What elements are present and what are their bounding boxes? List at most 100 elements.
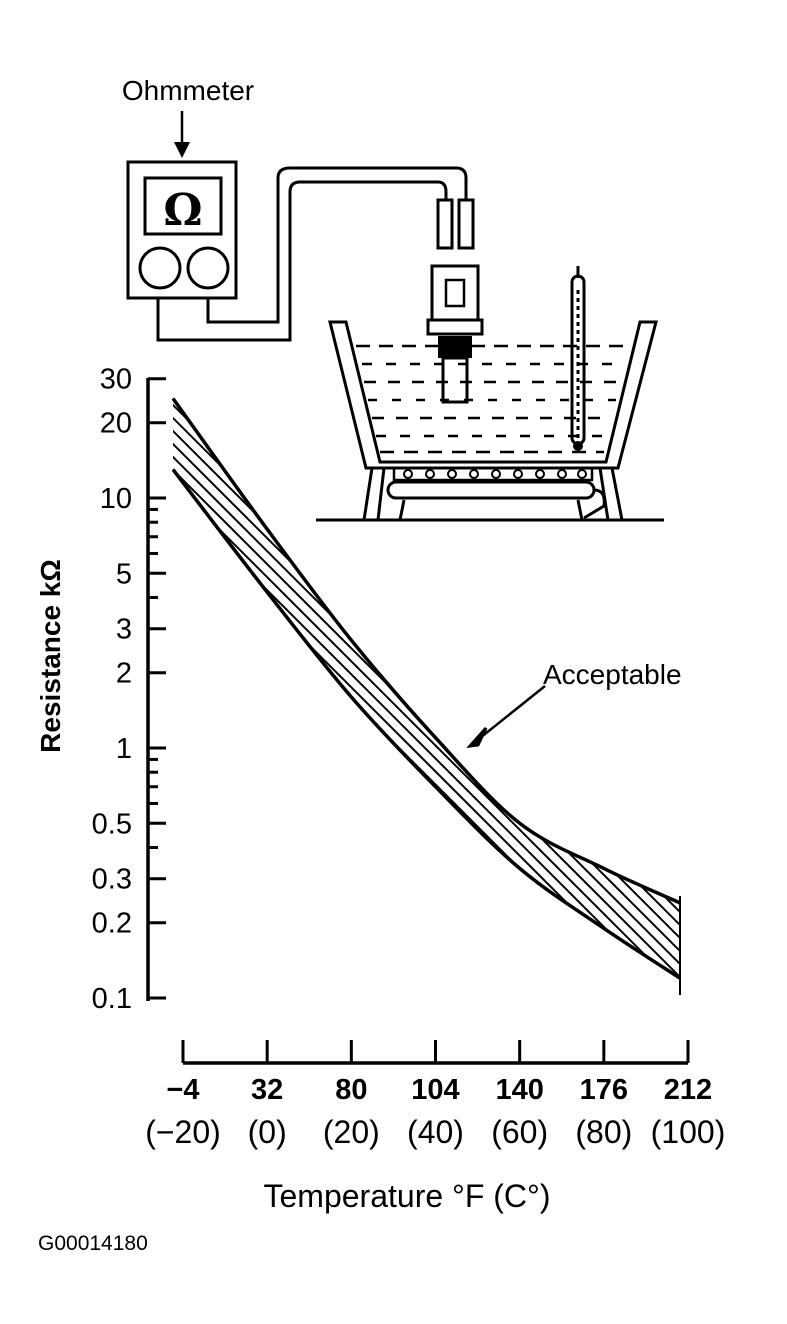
- hatch-line: [517, 398, 680, 979]
- hatch-line: [387, 398, 680, 979]
- x-axis-tick-labels: −4(−20)32(0)80(20)104(40)140(60)176(80)2…: [145, 1074, 725, 1150]
- hatch-line: [673, 398, 680, 979]
- ohmmeter-right-jack: [186, 246, 230, 290]
- hatch-line: [270, 398, 680, 979]
- hatch-line: [173, 398, 568, 979]
- x-tick-label-f: 104: [411, 1074, 459, 1106]
- hatch-line: [192, 398, 680, 979]
- hatch-line: [713, 360, 787, 1020]
- x-tick-label-f: 212: [664, 1074, 712, 1106]
- water-bath-container: [328, 320, 658, 470]
- hatch-line: [739, 360, 787, 1020]
- hatch-line: [218, 398, 680, 979]
- hatch-line: [621, 398, 680, 979]
- x-tick-label-f: 80: [335, 1074, 367, 1106]
- x-axis-label: Temperature °F (C°): [264, 1178, 551, 1214]
- y-tick-label: 20: [100, 408, 132, 440]
- hatch-line: [504, 398, 680, 979]
- acceptable-label: Acceptable: [543, 659, 682, 690]
- hatch-line: [205, 398, 680, 979]
- water-surface: [356, 344, 630, 454]
- hatch-line: [543, 398, 680, 979]
- hatch-line: [309, 398, 680, 979]
- coolant-temp-sensor: [426, 264, 484, 404]
- x-tick-label-c: (−20): [145, 1114, 221, 1150]
- hatch-line: [778, 360, 787, 1020]
- hatch-line: [173, 398, 680, 979]
- hatch-line: [179, 398, 680, 979]
- hatch-line: [173, 398, 477, 979]
- hatch-line: [647, 398, 680, 979]
- x-tick-label-f: 176: [580, 1074, 628, 1106]
- ohmmeter: Ohmmeter Ω: [122, 75, 254, 300]
- hatch-line: [173, 398, 680, 979]
- y-tick-label: 30: [100, 364, 132, 396]
- hatch-line: [634, 398, 680, 979]
- hatch-line: [173, 398, 680, 979]
- y-tick-label: 0.5: [92, 808, 132, 840]
- hatch-line: [726, 360, 787, 1020]
- hatch-line: [173, 398, 680, 979]
- ohmmeter-display: [143, 176, 223, 236]
- x-tick-label-c: (60): [491, 1114, 548, 1150]
- hatch-line: [173, 398, 680, 979]
- figure-code: G00014180: [38, 1232, 148, 1255]
- hatch-line: [173, 398, 680, 979]
- y-tick-label: 5: [116, 558, 132, 590]
- hatch-line: [569, 398, 680, 979]
- x-tick-label-f: −4: [166, 1074, 199, 1106]
- ohmmeter-body: [126, 160, 238, 300]
- test-leads: [156, 166, 475, 342]
- y-tick-label: 0.2: [92, 908, 132, 940]
- hatch-line: [173, 398, 516, 979]
- x-tick-label-c: (0): [248, 1114, 287, 1150]
- hatch-line: [348, 398, 680, 979]
- hatch-line: [335, 398, 680, 979]
- hatch-line: [374, 398, 680, 979]
- hatch-line: [257, 398, 680, 979]
- hatch-line: [173, 398, 555, 979]
- y-tick-label: 10: [100, 483, 132, 515]
- acceptable-arrow: [466, 685, 546, 748]
- x-axis-ticks: [181, 1040, 690, 1063]
- hatch-line: [283, 398, 680, 979]
- x-tick-label-f: 32: [251, 1074, 283, 1106]
- lower-limit-line: [171, 468, 681, 980]
- hatch-line: [173, 398, 490, 979]
- x-tick-label-f: 140: [495, 1074, 543, 1106]
- x-tick-label-c: (80): [575, 1114, 632, 1150]
- y-tick-label: 2: [116, 658, 132, 690]
- y-tick-label: 0.3: [92, 864, 132, 896]
- y-tick-label: 3: [116, 614, 132, 646]
- hatch-line: [231, 398, 680, 979]
- hatch-line: [173, 398, 594, 979]
- x-tick-label-c: (20): [323, 1114, 380, 1150]
- hatch-line: [465, 398, 680, 979]
- hatch-line: [582, 398, 680, 979]
- y-axis-label: Resistance kΩ: [35, 559, 66, 753]
- hatch-line: [173, 398, 680, 979]
- hatch-line: [439, 398, 680, 979]
- hatch-line: [173, 398, 451, 979]
- hatch-line: [491, 398, 680, 979]
- thermometer: [570, 266, 586, 451]
- hatch-line: [700, 360, 787, 1020]
- hatch-line: [530, 398, 680, 979]
- hatch-line: [478, 398, 680, 979]
- hatch-line: [244, 398, 680, 979]
- hatch-line: [173, 398, 178, 979]
- hatch-line: [173, 398, 542, 979]
- hatch-line: [173, 398, 680, 979]
- hatch-line: [173, 398, 503, 979]
- x-tick-label-c: (100): [651, 1114, 726, 1150]
- hatch-line: [752, 360, 787, 1020]
- hatch-line: [0, 360, 164, 1020]
- y-tick-label: 0.1: [92, 983, 132, 1015]
- hatch-line: [173, 398, 680, 979]
- ohm-icon: Ω: [163, 185, 202, 236]
- hatch-line: [765, 360, 787, 1020]
- hatch-line: [413, 398, 680, 979]
